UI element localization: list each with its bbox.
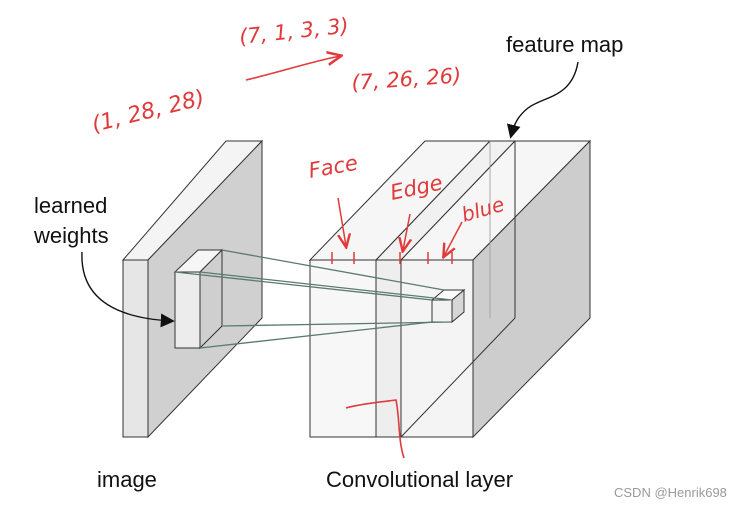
watermark: CSDN @Henrik698 [614, 485, 727, 500]
channel-tick-marks [331, 252, 453, 264]
blue-channel-arrow [444, 221, 463, 256]
learned-weights-label-line1: learned [34, 193, 107, 218]
kernel-projection-lines [174, 249, 453, 349]
output-activation-cube [430, 288, 466, 324]
face-channel-annotation: Face [307, 151, 360, 183]
learned-weights-arrow [81, 251, 175, 328]
input-shape-annotation: (1, 28, 28) [89, 86, 207, 138]
learned-weights-label-line2: weights [33, 223, 109, 248]
conv-layer-label: Convolutional layer [326, 467, 513, 492]
kernel-cube [173, 248, 224, 350]
face-channel-arrow [338, 197, 346, 246]
feature-map-arrow [506, 61, 579, 139]
edge-channel-arrow [403, 213, 410, 250]
feature-map-label: feature map [506, 32, 623, 57]
output-shape-annotation: (7, 26, 26) [351, 63, 462, 95]
channel-bracket-mark [345, 399, 405, 459]
image-label: image [97, 467, 157, 492]
shape-transform-arrow [245, 56, 340, 81]
kernel-shape-annotation: (7, 1, 3, 3) [238, 14, 350, 49]
